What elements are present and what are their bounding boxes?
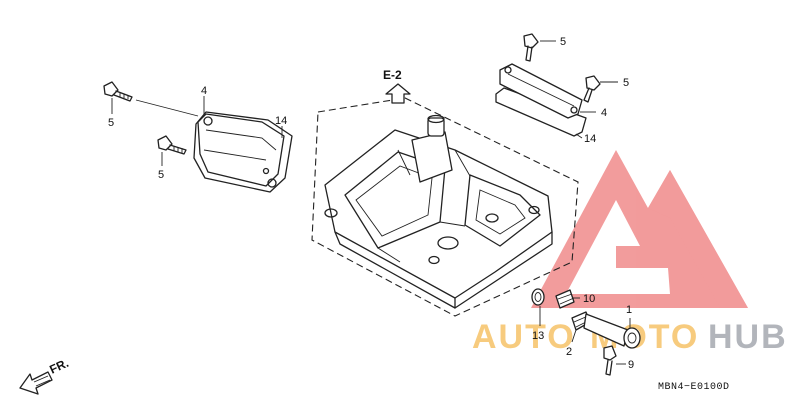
right-gasket <box>495 87 587 137</box>
housing-bolt-hole-c <box>528 205 540 215</box>
front-label: FR. <box>47 356 70 377</box>
left-cover-hole-c <box>262 167 270 175</box>
watermark-text-auto: AUTO <box>472 318 576 356</box>
housing-boss-a <box>437 236 459 250</box>
bolt-shank <box>113 90 133 102</box>
housing-stud-top <box>427 114 445 124</box>
reference-arrow: E-2 <box>383 68 411 104</box>
bolt-head-icon <box>523 33 539 49</box>
right-cover-assembly <box>495 63 587 137</box>
callout-5a: 5 <box>108 117 114 129</box>
left-cover-ribs <box>203 129 277 161</box>
bolt-shank <box>525 45 533 62</box>
bracket-1-hole <box>627 332 637 344</box>
bolt-head-icon <box>103 81 119 97</box>
bolt-thread <box>173 146 183 153</box>
callout-1: 1 <box>626 304 632 316</box>
housing-left-chamber <box>344 151 446 249</box>
housing-lower-flange-right <box>454 231 553 309</box>
spring-10-coils <box>557 293 575 305</box>
housing-bolt-hole-a <box>324 208 338 218</box>
front-arrow-hatch <box>33 375 51 387</box>
callout-4a: 4 <box>201 85 207 97</box>
bolt-thread <box>119 93 129 99</box>
callout-14b: 14 <box>584 133 596 145</box>
housing-bolt-hole-b <box>428 255 440 265</box>
leader-14b <box>575 133 583 139</box>
housing-assembly <box>324 114 553 309</box>
right-cover-hole-b <box>570 106 578 114</box>
callout-4b: 4 <box>601 107 607 119</box>
bolt-upper-right-a <box>523 33 539 62</box>
shaft-1 <box>583 313 629 347</box>
callout-5b: 5 <box>158 169 164 181</box>
front-indicator: FR. <box>19 356 71 395</box>
bolt-shank <box>167 144 187 155</box>
housing-boss-b <box>485 213 499 223</box>
housing-left-chamber-inner <box>355 165 433 237</box>
housing-dashed-outline <box>311 97 579 317</box>
bolt-upper-left <box>103 81 133 102</box>
reference-label: E-2 <box>383 68 402 82</box>
watermark-text-hub: HUB <box>708 318 788 356</box>
leader-2 <box>571 329 577 343</box>
o-ring-13-inner <box>534 292 542 302</box>
left-cover-assembly <box>193 111 293 193</box>
callout-5c: 5 <box>560 36 566 48</box>
bolt-9-head-icon <box>603 345 617 361</box>
small-parts-cluster <box>531 288 641 376</box>
bolt-head-icon <box>585 75 601 91</box>
housing-lower-flange <box>334 231 456 309</box>
bolt-head-icon <box>157 135 173 151</box>
bolt-lower-left <box>157 135 187 155</box>
right-cover-hole-a <box>504 66 512 74</box>
housing-right-port-inner <box>475 189 526 235</box>
bolt-upper-right-b <box>583 75 601 103</box>
callout-14a: 14 <box>275 115 287 127</box>
callout-5d: 5 <box>623 77 629 89</box>
bolt-9-shank <box>605 359 613 376</box>
bracket-1-end <box>623 327 641 349</box>
front-arrow-icon <box>19 371 53 395</box>
housing-ribs <box>377 149 471 263</box>
callout-2: 2 <box>566 346 572 358</box>
right-cover-rib <box>507 73 575 107</box>
watermark-chevron-icon <box>648 170 748 308</box>
left-cover-hole-a <box>203 116 213 126</box>
watermark-logo <box>531 150 748 308</box>
housing-stud <box>427 117 445 137</box>
callout-10: 10 <box>583 293 595 305</box>
callout-9: 9 <box>628 359 634 371</box>
callout-13: 13 <box>532 330 544 342</box>
o-ring-13 <box>531 288 545 306</box>
leader-bolt-to-cover <box>135 99 199 117</box>
bolt-shank <box>583 87 593 103</box>
up-arrow-icon <box>385 83 411 104</box>
watermark-triangle-icon <box>531 150 748 308</box>
left-cover-hole-b <box>267 178 277 188</box>
right-cover <box>499 63 583 119</box>
diagram-code: MBN4−E0100D <box>658 382 730 393</box>
housing-right-port <box>464 174 541 247</box>
